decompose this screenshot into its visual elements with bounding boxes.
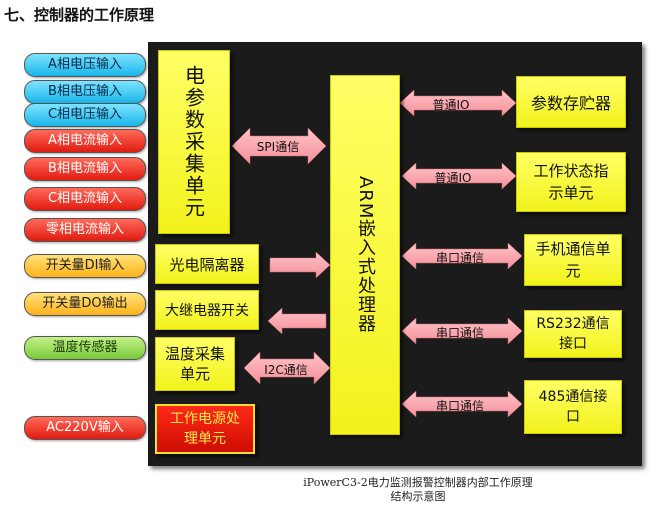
arm-to-relay-arrow: [267, 307, 327, 335]
spi-arrow: [231, 127, 327, 165]
phone-comm-block: 手机通信单元: [524, 234, 622, 286]
input-zero-current: 零相电流输入: [24, 218, 146, 242]
relay-switch-block: 大继电器开关: [155, 290, 259, 330]
spi-label: SPI通信: [256, 140, 300, 154]
caption-line-1: iPowerC3-2电力监测报警控制器内部工作原理: [303, 476, 533, 489]
power-supply-label: 工作电源处理单元: [170, 411, 240, 447]
output-switch-do: 开关量DO输出: [24, 292, 146, 316]
status-indicator-block: 工作状态指示单元: [516, 152, 626, 212]
serial2-label: 串口通信: [435, 326, 484, 340]
rs485-interface-block: 485通信接口: [524, 380, 622, 434]
io1-label: 普通IO: [432, 98, 470, 112]
arm-processor-label: ARM嵌入式处理器: [355, 176, 376, 334]
opto-to-arm-arrow: [269, 251, 331, 279]
diagram-caption: iPowerC3-2电力监测报警控制器内部工作原理 结构示意图: [258, 476, 578, 504]
serial1-arrow: [401, 242, 523, 270]
optocoupler-block: 光电隔离器: [155, 244, 259, 284]
arm-processor-block: ARM嵌入式处理器: [330, 75, 400, 435]
serial2-arrow: [401, 317, 523, 345]
temperature-acquisition-label: 温度采集单元: [164, 345, 225, 383]
input-c-voltage: C相电压输入: [24, 103, 146, 127]
input-b-current: B相电流输入: [24, 157, 146, 181]
serial1-label: 串口通信: [435, 251, 484, 265]
serial3-label: 串口通信: [435, 399, 484, 413]
input-c-current: C相电流输入: [24, 187, 146, 211]
input-b-voltage: B相电压输入: [24, 80, 146, 104]
rs232-interface-block: RS232通信接口: [524, 310, 622, 358]
power-supply-block: 工作电源处理单元: [155, 404, 255, 454]
io2-label: 普通IO: [434, 171, 472, 185]
serial3-arrow: [401, 390, 523, 418]
input-a-current: A相电流输入: [24, 129, 146, 153]
input-ac220v: AC220V输入: [24, 416, 146, 440]
i2c-label: I2C通信: [264, 363, 308, 377]
section-heading: 七、控制器的工作原理: [4, 6, 155, 24]
caption-line-2: 结构示意图: [390, 490, 446, 503]
power-acquisition-label: 电参数采集单元: [181, 65, 206, 219]
input-a-voltage: A相电压输入: [24, 53, 146, 77]
power-acquisition-unit: 电参数采集单元: [158, 50, 230, 234]
temperature-acquisition-block: 温度采集单元: [155, 337, 235, 391]
input-switch-di: 开关量DI输入: [24, 254, 146, 278]
input-temp-sensor: 温度传感器: [24, 336, 146, 360]
parameter-storage-block: 参数存贮器: [516, 76, 626, 128]
